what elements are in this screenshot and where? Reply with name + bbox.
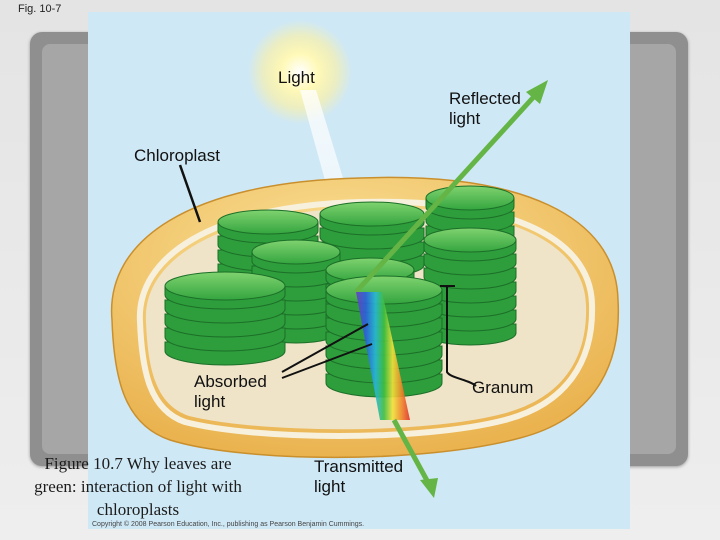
absorbed-leader-line-2	[281, 343, 373, 379]
absorbed-spectrum	[356, 292, 410, 420]
thylakoid-disc-top	[164, 271, 286, 301]
thylakoid-disc-top	[423, 227, 517, 253]
thylakoid-disc-top	[319, 201, 425, 227]
transmitted-light-arrow	[391, 418, 433, 488]
granum-bracket	[446, 286, 477, 387]
granum-label: Granum	[472, 378, 534, 397]
reflected-light-arrow	[354, 88, 542, 294]
absorbed-light-label: Absorbed light	[194, 372, 267, 411]
figure-caption: Figure 10.7 Why leaves are green: intera…	[34, 454, 242, 519]
thylakoid-disc-top	[251, 239, 341, 265]
thylakoid-disc-top	[325, 275, 443, 305]
transmitted-light-label: Transmitted light	[314, 457, 404, 496]
figure-number: Fig. 10-7	[18, 3, 62, 15]
chloroplast-label: Chloroplast	[134, 146, 220, 165]
reflected-light-label: Reflected light	[449, 89, 521, 128]
thylakoid-disc-top	[217, 209, 319, 235]
absorbed-leader-line-1	[281, 323, 369, 373]
sun-icon	[248, 20, 352, 124]
reflected-arrowhead-icon	[526, 80, 548, 104]
copyright-credit: Copyright © 2008 Pearson Education, Inc.…	[92, 521, 365, 528]
chloroplast-leader-line	[178, 164, 202, 223]
transmitted-arrowhead-icon	[420, 478, 438, 498]
granum-stack	[164, 271, 286, 366]
light-label: Light	[278, 68, 315, 87]
